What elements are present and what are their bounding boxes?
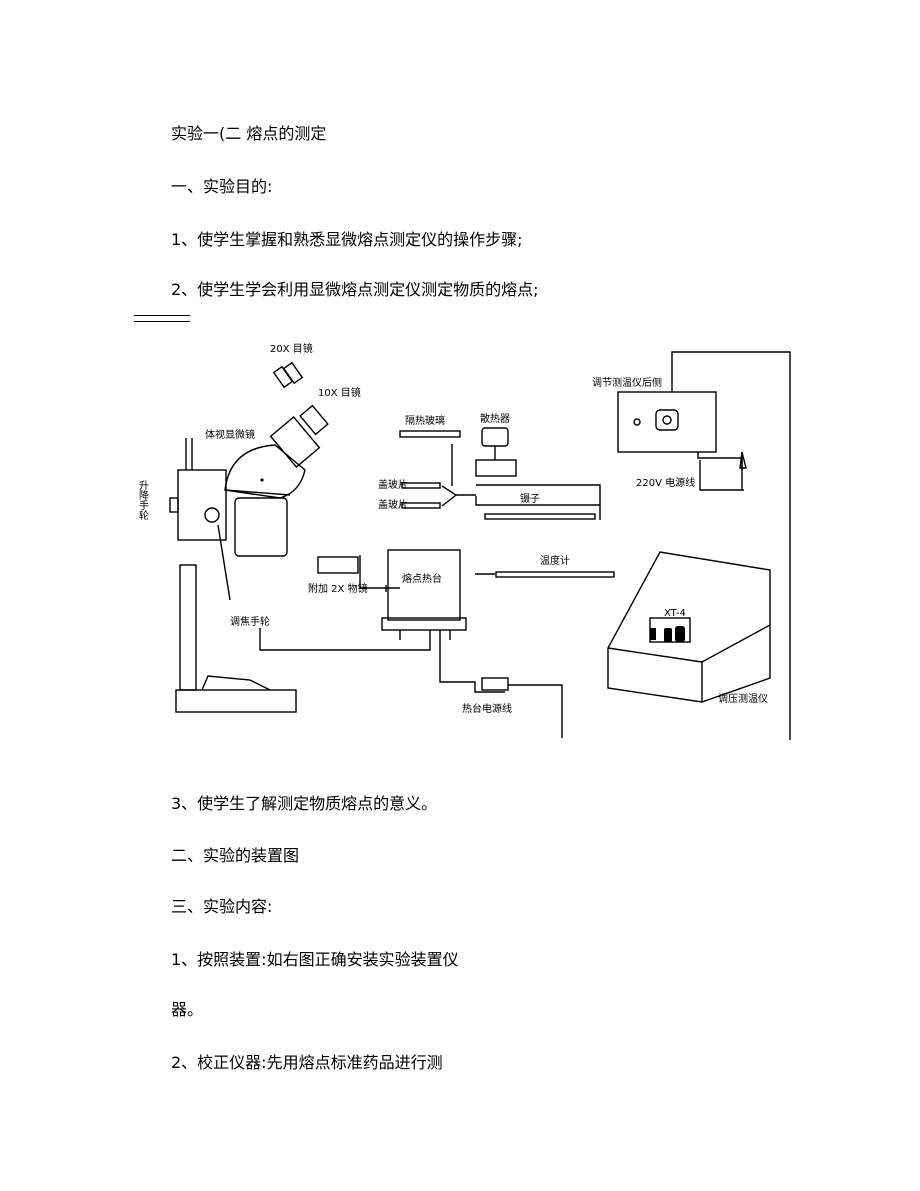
- step-item-1-continued: 器。: [171, 1000, 204, 1019]
- label-glass: 隔热玻璃: [405, 414, 445, 427]
- label-eyepiece-10x: 10X 目镜: [318, 386, 361, 399]
- label-cover-slip-2: 盖玻片: [378, 498, 408, 511]
- label-rear-panel: 调节测温仪后侧: [592, 376, 662, 389]
- page-title: 实验一(二 熔点的测定: [171, 124, 327, 143]
- cover-slip-2-icon: [401, 502, 441, 509]
- label-stage-cable: 热台电源线: [462, 702, 512, 715]
- label-microscope: 体视显微镜: [205, 428, 255, 441]
- goal-item-2: 2、使学生学会利用显微熔点测定仪测定物质的熔点;: [171, 280, 539, 299]
- label-thermometer: 温度计: [540, 554, 570, 567]
- stand-icon: [169, 438, 297, 713]
- tweezers-icon: [484, 513, 596, 520]
- controller-icon: [607, 551, 771, 703]
- step-item-2: 2、校正仪器:先用熔点标准药品进行测: [171, 1053, 443, 1072]
- objective-2x-icon: [317, 556, 359, 574]
- apparatus-diagram: 20X 目镜 10X 目镜 体视显微镜 升降手轮 调焦手轮 附加 2X 物镜 隔…: [137, 342, 791, 740]
- label-focus-wheel: 调焦手轮: [230, 615, 270, 628]
- connector-icon: [481, 677, 509, 691]
- label-cover-slip-1: 盖玻片: [378, 478, 408, 491]
- label-heatsink: 散热器: [480, 412, 510, 425]
- label-hot-stage: 熔点热台: [402, 572, 442, 585]
- eyepiece-20x-icon: [272, 361, 304, 389]
- label-model: XT-4: [664, 608, 686, 619]
- heatsink-icon: [475, 427, 517, 477]
- label-eyepiece-20x: 20X 目镜: [270, 342, 313, 355]
- step-item-1: 1、按照装置:如右图正确安装实验装置仪: [171, 950, 459, 969]
- label-controller: 调压测温仪: [718, 692, 768, 705]
- eyepiece-10x-icon: [299, 404, 329, 436]
- label-power-cord: 220V 电源线: [636, 476, 695, 489]
- cover-slip-1-icon: [401, 482, 441, 489]
- thermometer-icon: [495, 571, 615, 578]
- section-heading-apparatus: 二、实验的装置图: [171, 846, 300, 865]
- divider: [134, 315, 190, 316]
- section-heading-goals: 一、实验目的:: [171, 177, 273, 196]
- label-tweezers: 镊子: [520, 493, 540, 505]
- label-objective-2x: 附加 2X 物镜: [308, 582, 368, 595]
- microscope-icon: [224, 416, 321, 557]
- section-heading-content: 三、实验内容:: [171, 897, 273, 916]
- label-lift-wheel: 升降手轮: [137, 480, 149, 520]
- goal-item-1: 1、使学生掌握和熟悉显微熔点测定仪的操作步骤;: [171, 230, 523, 249]
- rear-panel-icon: [617, 391, 717, 453]
- hot-stage-icon: [381, 549, 467, 640]
- divider: [134, 321, 190, 322]
- plug-icon: [739, 451, 747, 469]
- goal-item-3: 3、使学生了解测定物质熔点的意义。: [171, 794, 438, 813]
- glass-plate-icon: [399, 430, 461, 438]
